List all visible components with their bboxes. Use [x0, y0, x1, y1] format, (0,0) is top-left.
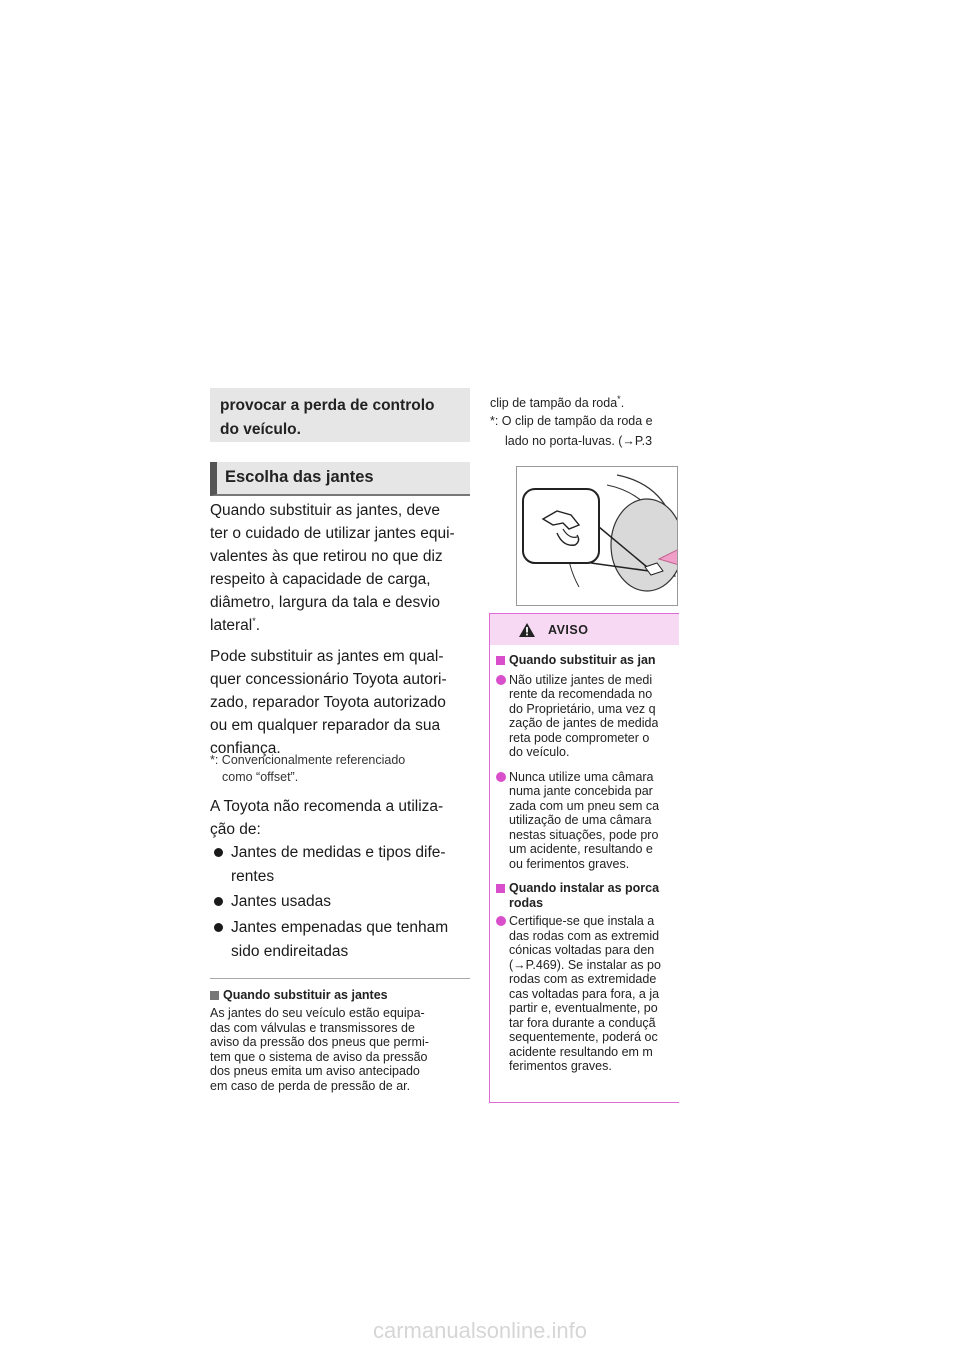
square-bullet-icon — [496, 884, 505, 893]
bullet-icon — [496, 916, 506, 926]
warning-item: Não utilize jantes de medi rente da reco… — [496, 673, 679, 760]
footnote: *: Convencionalmente referenciado como “… — [210, 753, 406, 784]
paragraph-not-recommended: A Toyota não recomenda a utiliza- ção de… — [210, 798, 444, 838]
bullet-icon — [214, 897, 223, 906]
bullet-icon — [214, 923, 223, 932]
bullet-icon — [496, 674, 506, 685]
watermark: carmanualsonline.info — [372, 1318, 588, 1343]
info-title: Quando substituir as jantes — [210, 988, 470, 1002]
paragraph-wheel-choice: Quando substituir as jantes, deve ter o … — [210, 502, 455, 634]
list-item: Jantes empenadas que tenham sido endirei… — [212, 916, 474, 964]
warning-box: AVISO Quando substituir as jan Não utili… — [489, 613, 679, 1103]
warning-subtitle: Quando instalar as porca rodas — [496, 881, 679, 910]
paragraph-replace-where: Pode substituir as jantes em qual- quer … — [210, 648, 447, 757]
square-bullet-icon — [496, 656, 505, 665]
clip-footnote-cont: lado no porta-luvas. (→P.3 — [505, 434, 653, 448]
clip-text: clip de tampão da roda*. — [490, 393, 625, 410]
warning-header: AVISO — [490, 614, 679, 645]
wheel-clip-icon — [522, 474, 677, 592]
warning-continuation: provocar a perda de controlo do veículo. — [210, 388, 470, 442]
warning-triangle-icon — [519, 622, 535, 637]
warning-label: AVISO — [548, 622, 589, 637]
bullet-icon — [496, 771, 506, 782]
bullet-icon — [214, 848, 223, 857]
warning-item: Certifique-se que instala a das rodas co… — [496, 914, 679, 1074]
section-title: Escolha das jantes — [210, 462, 470, 496]
list-item: Jantes usadas — [212, 890, 474, 914]
clip-footnote: *: O clip de tampão da roda e — [490, 414, 653, 428]
warning-subtitle: Quando substituir as jan — [496, 653, 679, 669]
square-bullet-icon — [210, 990, 219, 1000]
footnote-marker: * — [252, 615, 256, 626]
list-item: Jantes de medidas e tipos dife- rentes — [212, 841, 474, 889]
wheel-cap-clip-illustration — [516, 466, 678, 606]
warning-item: Nunca utilize uma câmara numa jante conc… — [496, 770, 679, 872]
divider — [210, 978, 470, 979]
info-body: As jantes do seu veículo estão equipa- d… — [210, 1006, 429, 1093]
